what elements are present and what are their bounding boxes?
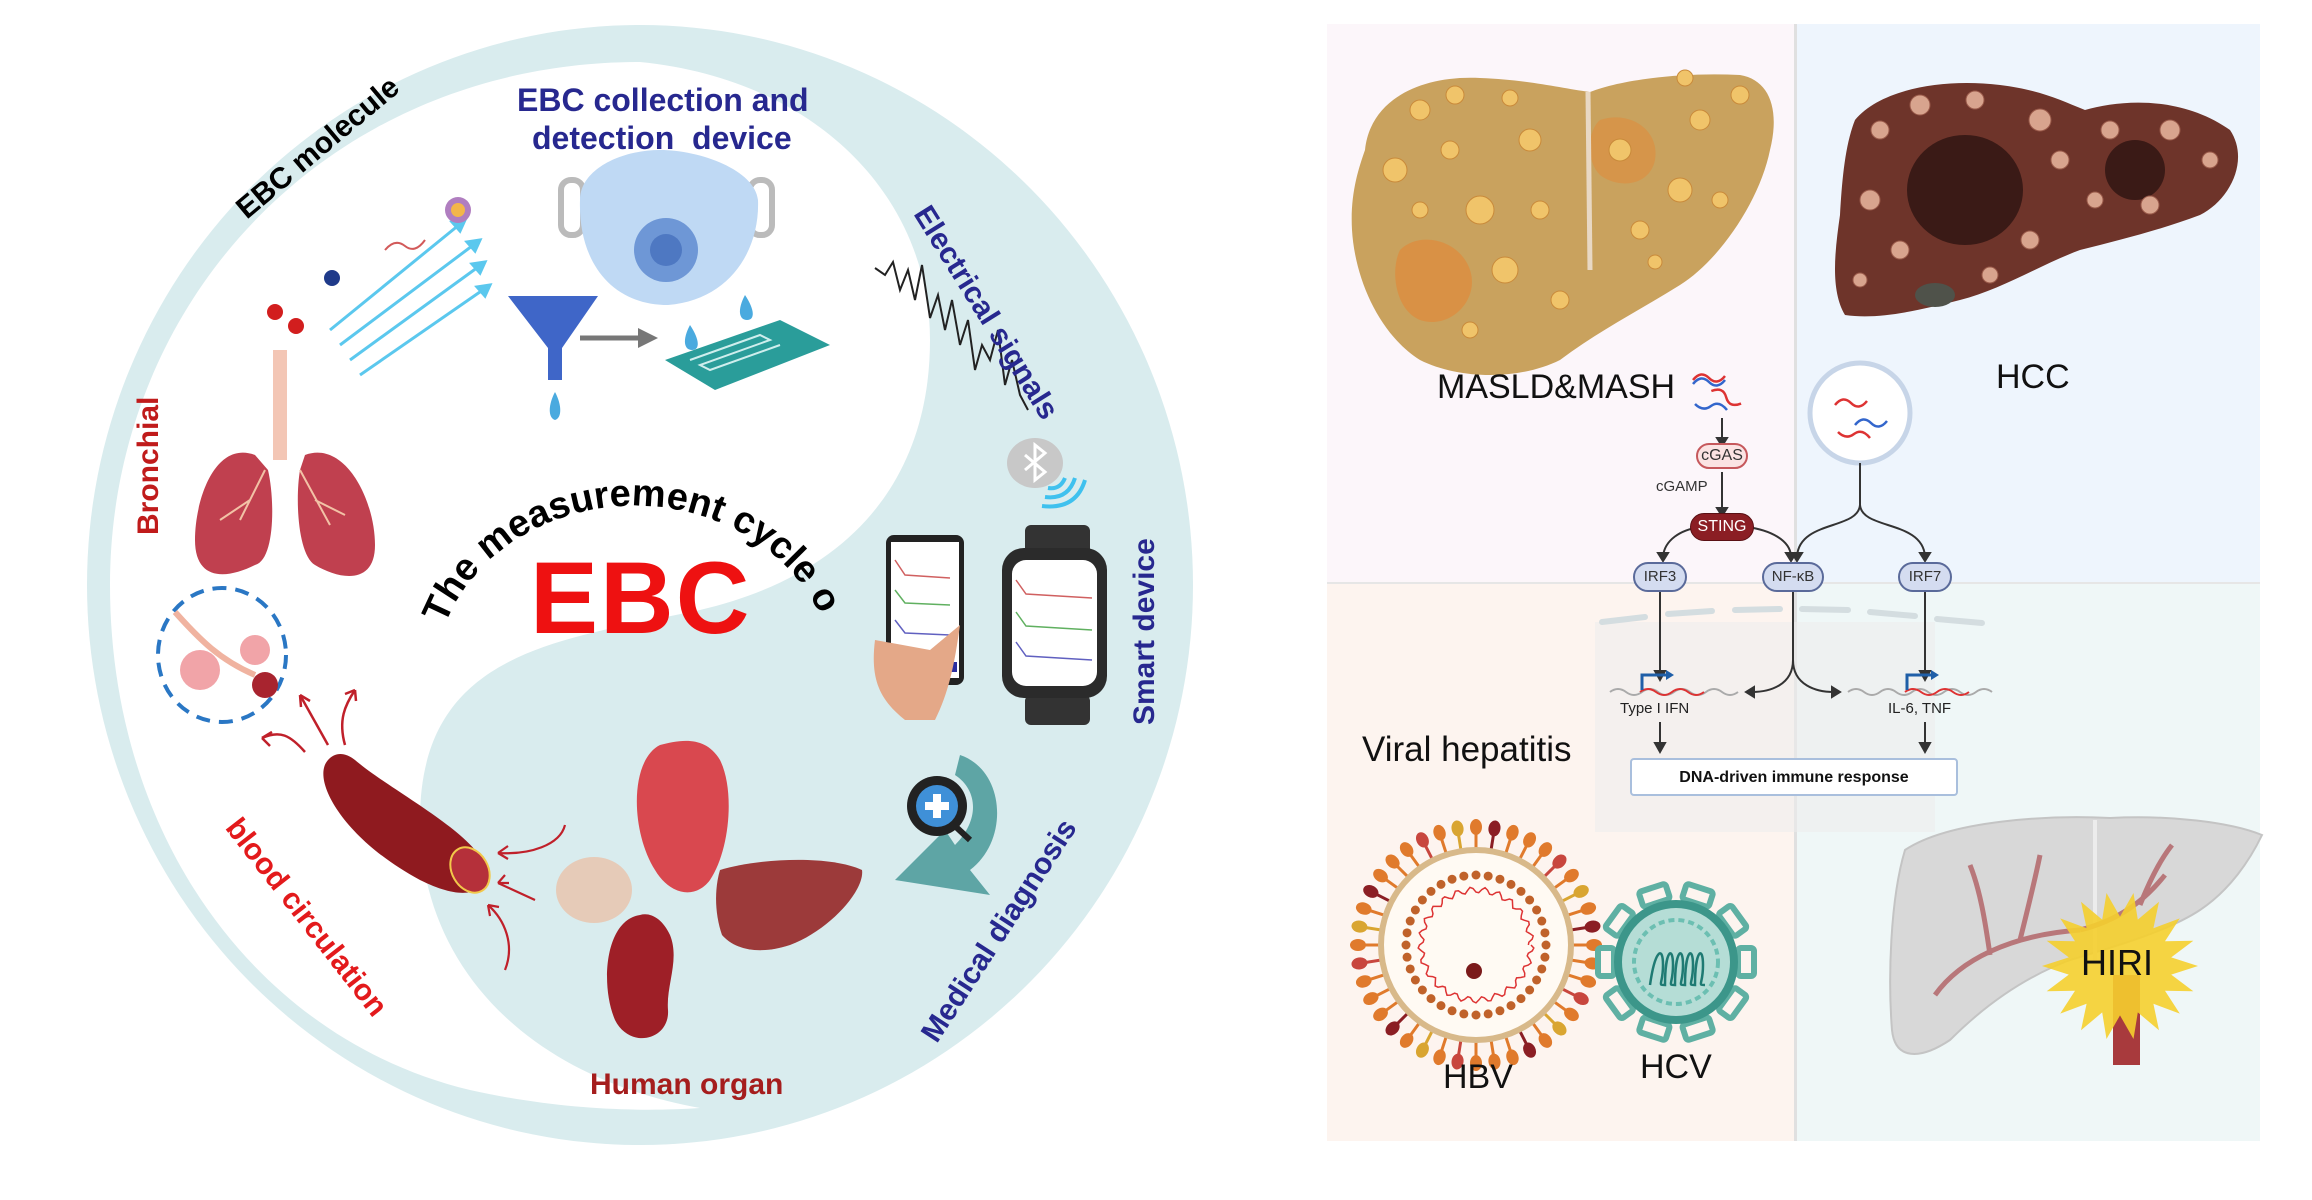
mask-device-illustration bbox=[558, 150, 775, 305]
immune-response-box: DNA-driven immune response bbox=[1630, 758, 1958, 796]
nucleus-region bbox=[1595, 622, 1935, 832]
bluetooth-icon bbox=[1007, 438, 1087, 509]
cgas-node: cGAS bbox=[1696, 443, 1748, 469]
organ-arrows bbox=[486, 824, 567, 971]
collection-device-label-line2: detection device bbox=[532, 120, 792, 156]
viral-hepatitis-label: Viral hepatitis bbox=[1362, 730, 1572, 769]
quadrant-hcc bbox=[1796, 24, 2260, 583]
blood-vessel-illustration bbox=[323, 754, 491, 894]
smartphone-illustration bbox=[873, 535, 964, 720]
hiri-label: HIRI bbox=[2081, 942, 2153, 983]
hcc-label: HCC bbox=[1996, 358, 2070, 396]
quadrant-masld bbox=[1327, 24, 1796, 583]
cycle-white-swirl bbox=[110, 62, 930, 1110]
kidney-shape bbox=[607, 914, 674, 1039]
gear-magnifier-icon bbox=[907, 776, 973, 843]
heart-shape bbox=[636, 740, 729, 893]
brain-shape bbox=[556, 857, 632, 923]
organs-illustration bbox=[556, 740, 863, 1039]
ebc-cycle-panel: EBC collection and detection device EBC … bbox=[0, 0, 1193, 1145]
masld-mash-label: MASLD&MASH bbox=[1437, 368, 1676, 406]
sensor-chip-illustration bbox=[665, 295, 830, 390]
alveoli-illustration bbox=[172, 610, 278, 698]
human-organ-label: Human organ bbox=[590, 1068, 784, 1101]
ebc-cycle-background bbox=[87, 25, 1193, 1145]
sting-node: STING bbox=[1690, 513, 1754, 541]
diagnosis-refresh-arrow bbox=[895, 755, 998, 895]
irf3-node: IRF3 bbox=[1633, 562, 1687, 592]
il6-tnf-label: IL-6, TNF bbox=[1888, 700, 1952, 717]
smartwatch-illustration bbox=[1002, 525, 1107, 725]
liver-shape bbox=[716, 859, 863, 951]
nfkb-node: NF-κB bbox=[1762, 562, 1824, 592]
collection-device-label-line1: EBC collection and bbox=[517, 82, 809, 118]
electrical-signal-wave bbox=[874, 259, 1029, 411]
type-i-ifn-label: Type I IFN bbox=[1620, 700, 1690, 717]
funnel-illustration bbox=[508, 296, 598, 420]
irf7-node: IRF7 bbox=[1898, 562, 1952, 592]
smart-device-label: Smart device bbox=[1128, 538, 1161, 725]
ebc-title: EBC bbox=[530, 541, 752, 655]
cgamp-label: cGAMP bbox=[1656, 478, 1708, 495]
flow-arrow bbox=[580, 328, 658, 348]
bronchial-label: Bronchial bbox=[132, 396, 165, 535]
hbv-label: HBV bbox=[1443, 1058, 1513, 1096]
alveoli-zoom-circle bbox=[156, 586, 288, 724]
lungs-illustration bbox=[195, 350, 375, 577]
molecule-icons bbox=[267, 197, 471, 334]
circulation-arrows bbox=[261, 688, 358, 753]
hcv-label: HCV bbox=[1640, 1048, 1712, 1086]
